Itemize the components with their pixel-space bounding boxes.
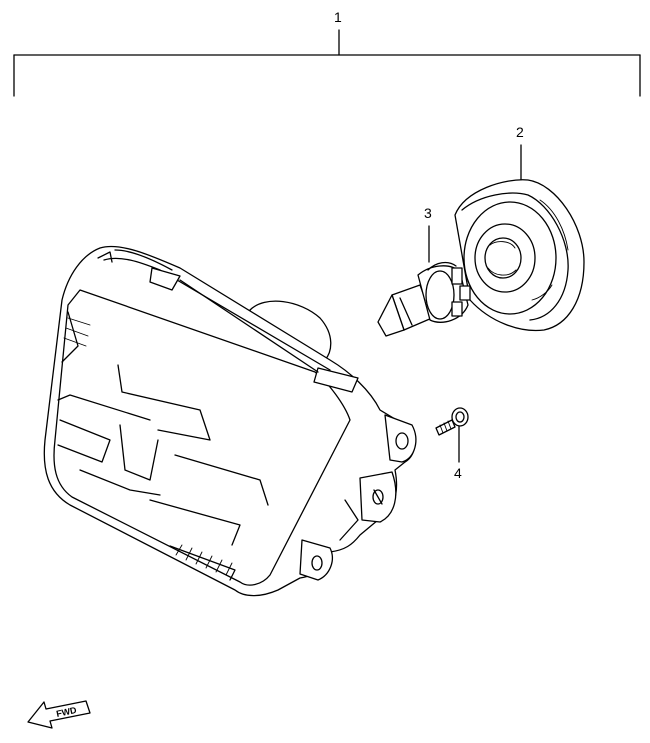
fwd-label: FWD: [55, 705, 78, 719]
callout-4: 4: [454, 419, 462, 481]
socket-cover: [454, 179, 585, 332]
callout-label-4: 4: [454, 465, 462, 481]
bulb: [377, 261, 471, 337]
callout-3: 3: [424, 205, 432, 263]
callout-label-1: 1: [334, 9, 342, 25]
callout-label-3: 3: [424, 205, 432, 221]
callout-2: 2: [516, 124, 524, 187]
assembly-bracket: 1: [13, 9, 641, 97]
callout-label-2: 2: [516, 124, 524, 140]
headlight-housing: [43, 245, 417, 597]
fwd-arrow-icon: FWD: [27, 700, 91, 729]
screw: [435, 407, 469, 436]
